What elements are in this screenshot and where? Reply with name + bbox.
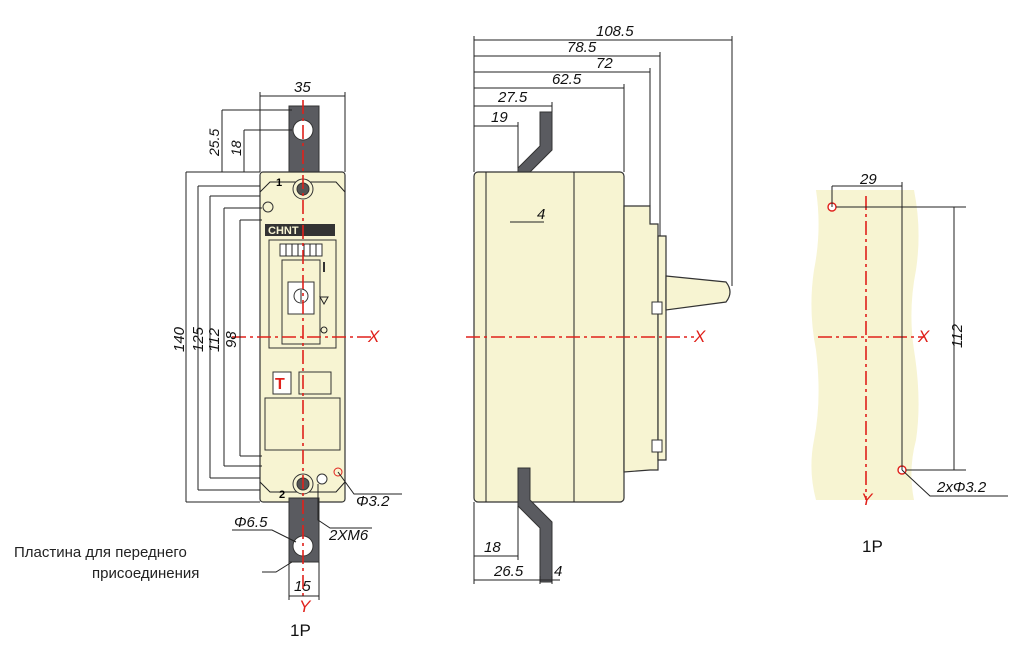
- side-clip-top: [651, 301, 663, 315]
- dim-19: 19: [491, 109, 508, 126]
- terminal-label-1: 1: [276, 177, 282, 189]
- off-arrow-icon: [319, 296, 329, 306]
- rating-window: [279, 243, 323, 257]
- side-front-face: [657, 235, 667, 461]
- dim-62-5: 62.5: [552, 71, 582, 88]
- dim-15-line: [288, 562, 320, 600]
- screws-leader: [317, 484, 372, 529]
- dim-phi-6-5: Φ6.5: [234, 514, 268, 531]
- dim-27-5-line: [474, 102, 553, 112]
- dim-4-top: 4: [537, 206, 545, 223]
- mounting-panel: [811, 190, 919, 500]
- dim-98: 98: [223, 331, 240, 348]
- dim-2xm6: 2XM6: [328, 527, 369, 544]
- dim-108-5-line: [473, 36, 733, 286]
- dim-width-35-line: [259, 92, 346, 172]
- test-button-mark: T: [275, 376, 285, 393]
- callout-line-2: присоединения: [92, 565, 199, 582]
- bottom-mount-hole: [333, 467, 343, 477]
- dim-inner-line: [239, 219, 262, 457]
- dim-125-line: [197, 185, 260, 491]
- dim-140: 140: [171, 326, 188, 352]
- side-view: X 108.5 78.5 72 62.5 27.5 19 4 18 26.5 4: [466, 23, 733, 584]
- front-caption: 1P: [290, 621, 311, 640]
- front-axis-x-label: X: [367, 327, 380, 346]
- dim-108-5: 108.5: [596, 23, 634, 40]
- brand-logo: CHNT: [268, 225, 299, 237]
- phi-3-2-leader: [337, 471, 402, 495]
- dim-26-5: 26.5: [493, 563, 524, 580]
- side-cover: [623, 205, 659, 473]
- dim-18: 18: [484, 539, 501, 556]
- dim-29: 29: [859, 171, 877, 188]
- callout-line-1: Пластина для переднего: [14, 544, 187, 561]
- mount-caption: 1P: [862, 537, 883, 556]
- dim-78-5-line: [474, 52, 661, 236]
- front-view: 1 CHNT T 2 X Y 35: [14, 79, 402, 640]
- mount-axis-y-label: Y: [861, 490, 874, 509]
- dim-27-5: 27.5: [497, 89, 528, 106]
- side-clip-bottom: [651, 439, 663, 453]
- dim-18-line: [243, 129, 292, 172]
- bottom-mount-screw: [316, 473, 328, 485]
- dim-72: 72: [596, 55, 613, 72]
- dim-112-line: [209, 195, 260, 479]
- dim-mount-112: 112: [949, 323, 966, 348]
- dim-18-line: [473, 502, 519, 584]
- dim-25-5: 25.5: [206, 129, 222, 157]
- side-handle: [665, 275, 731, 311]
- dim-4-bottom: 4: [554, 563, 562, 580]
- dim-width-35: 35: [294, 79, 311, 96]
- front-axis-y-label: Y: [299, 597, 312, 616]
- dim-holes: 2xΦ3.2: [936, 479, 987, 496]
- brand-plate: [265, 224, 335, 236]
- holes-leader: [901, 469, 1008, 497]
- test-point: [320, 326, 328, 334]
- mounting-view: X Y 29 112 2xΦ3.2 1P: [811, 171, 1008, 556]
- rating-window-ticks: [285, 244, 317, 256]
- dim-18: 18: [228, 140, 244, 156]
- dim-15: 15: [294, 578, 311, 595]
- dim-112: 112: [206, 327, 223, 352]
- handle-slot: [281, 259, 321, 345]
- front-panel: [268, 239, 337, 349]
- phi-6-5-leader: [232, 529, 297, 543]
- terminal-label-2: 2: [279, 489, 285, 501]
- dim-125: 125: [190, 326, 207, 352]
- dim-62-5-line: [474, 84, 625, 172]
- dim-78-5: 78.5: [567, 39, 597, 56]
- side-axis-x-label: X: [693, 327, 706, 346]
- mount-axis-x-label: X: [917, 327, 930, 346]
- label-window: [298, 371, 332, 395]
- dim-140-line: [185, 171, 260, 503]
- dim-98-line: [223, 207, 262, 467]
- dim-72-line: [474, 68, 651, 206]
- dim-29-line: [831, 182, 903, 470]
- dim-phi-3-2: Φ3.2: [356, 493, 390, 510]
- dim-25-5-line: [221, 109, 292, 172]
- dim-mount-112-line: [836, 206, 966, 471]
- test-button: [272, 371, 292, 395]
- dim-26-5-line: [474, 576, 560, 584]
- dim-19-line: [474, 122, 519, 168]
- top-mount-hole: [262, 201, 274, 213]
- callout-leader: [262, 561, 293, 573]
